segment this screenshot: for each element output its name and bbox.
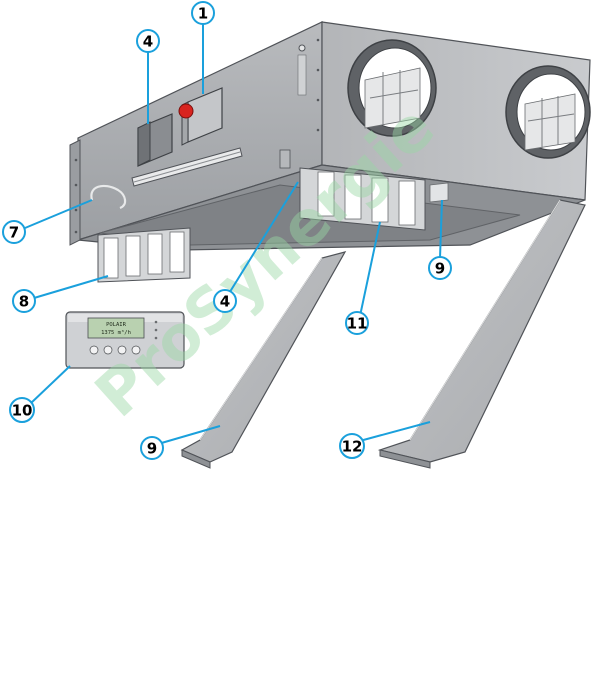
- red-switch-knob: [178, 103, 194, 119]
- callout-lines: [24, 24, 443, 445]
- controller-lcd-line2: 1375 m³/h: [101, 329, 131, 336]
- svg-text:1: 1: [198, 5, 208, 23]
- svg-text:9: 9: [147, 440, 157, 458]
- filter-rail: [131, 147, 243, 187]
- svg-text:11: 11: [347, 315, 368, 333]
- callout-9-upper: 9: [428, 256, 452, 280]
- svg-text:8: 8: [19, 293, 29, 311]
- rivets: [74, 38, 320, 234]
- electrical-box: [137, 113, 173, 167]
- callout-1: 1: [191, 1, 215, 25]
- svg-text:4: 4: [220, 293, 230, 311]
- callout-7: 7: [2, 220, 26, 244]
- svg-text:9: 9: [435, 260, 445, 278]
- controller-leds: [154, 320, 158, 340]
- controller-buttons: [89, 345, 141, 355]
- controller-lcd: [87, 317, 145, 339]
- callout-11: 11: [345, 311, 369, 335]
- unit-screw: [298, 44, 306, 52]
- lower-sensor-flange: [279, 149, 291, 169]
- duct-collar-left: [347, 39, 437, 137]
- unit-side-edge: [69, 139, 81, 246]
- callout-4-bottom: 4: [213, 289, 237, 313]
- filter-drawer-right: [299, 167, 426, 231]
- svg-text:12: 12: [342, 438, 363, 456]
- ventilation-unit: [69, 21, 591, 283]
- controller-lcd-line1: POLAIR: [106, 322, 127, 328]
- sensor-cable: [90, 184, 127, 210]
- callout-8: 8: [12, 289, 36, 313]
- callout-9-lower: 9: [140, 436, 164, 460]
- callout-12: 12: [339, 433, 365, 459]
- unit-label-plate: [297, 54, 307, 96]
- callout-10: 10: [9, 397, 35, 423]
- callout-4-top: 4: [136, 29, 160, 53]
- svg-text:4: 4: [143, 33, 153, 51]
- filter-drawer-left: [97, 227, 191, 283]
- mounting-leg-left: [180, 251, 347, 469]
- mounting-leg-right: [377, 199, 586, 469]
- svg-text:10: 10: [12, 402, 33, 420]
- remote-controller: POLAIR 1375 m³/h: [65, 311, 185, 369]
- svg-text:7: 7: [9, 224, 19, 242]
- drain-outlet: [429, 182, 449, 203]
- main-switch-box: [178, 87, 223, 146]
- duct-collar-right: [505, 65, 591, 159]
